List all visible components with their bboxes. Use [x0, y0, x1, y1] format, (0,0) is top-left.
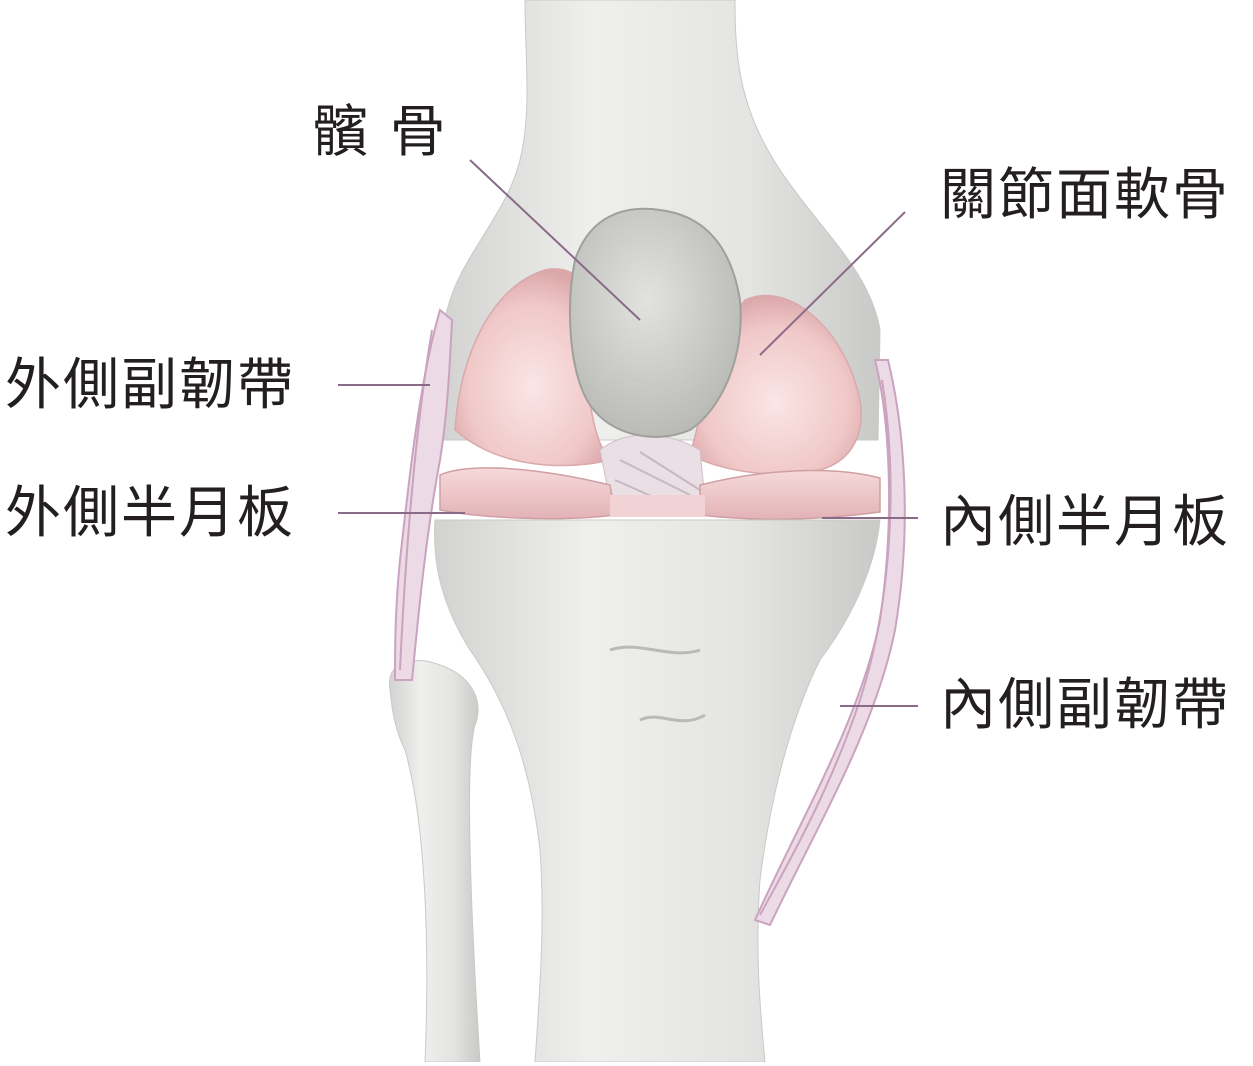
- medial-meniscus: [699, 469, 881, 521]
- leader-lines: [338, 159, 918, 707]
- label-patella: 髕 骨: [312, 100, 448, 165]
- cruciate-ligaments: [599, 434, 706, 501]
- fibula: [389, 659, 481, 1063]
- cartilage-leader: [759, 211, 906, 356]
- lateral-meniscus: [439, 467, 616, 520]
- patella-leader: [469, 159, 641, 321]
- lateral-collateral-ligament: [393, 308, 454, 681]
- label-lateral-meniscus: 外側半月板: [5, 481, 295, 546]
- patella: [569, 207, 742, 438]
- label-medial-meniscus: 內側半月板: [940, 490, 1230, 555]
- label-medial-collateral-ligament: 內側副韌帶: [940, 673, 1230, 738]
- label-articular-cartilage: 關節面軟骨: [940, 163, 1230, 228]
- tibia: [434, 519, 881, 1063]
- medial-collateral-ligament: [753, 359, 906, 927]
- label-lateral-collateral-ligament: 外側副韌帶: [5, 353, 295, 418]
